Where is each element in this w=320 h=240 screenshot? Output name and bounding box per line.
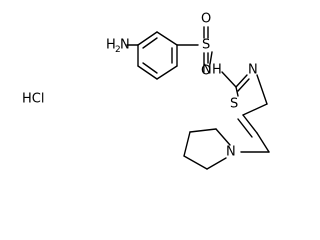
salt-label: HCl	[22, 92, 44, 107]
oxygen-bottom-label: O	[201, 64, 211, 79]
structure-canvas: HCl H 2 N S O O N H N S N	[22, 12, 270, 170]
amine-h-label: H	[106, 38, 116, 53]
amide-h-label: H	[212, 63, 222, 78]
bond-n-c2	[221, 71, 237, 88]
bond	[156, 65, 178, 80]
benzene-ring	[137, 31, 178, 80]
amide-n-label: N	[202, 63, 212, 78]
oxygen-top-label: O	[201, 12, 211, 27]
bond-exocyclic	[242, 114, 258, 134]
bond	[256, 74, 268, 105]
molecule-structure: HCl H 2 N S O O N H N S N	[22, 12, 270, 170]
amine-n-label: N	[120, 38, 130, 53]
ring-s-label: S	[230, 97, 238, 112]
bond	[137, 31, 158, 46]
bond	[156, 31, 178, 46]
pyrrolidine-ring	[183, 128, 231, 170]
bond-double-inner	[142, 62, 158, 74]
bond	[183, 155, 208, 170]
bond	[206, 157, 227, 170]
bond-exocyclic	[237, 118, 253, 138]
bond	[215, 128, 231, 146]
bond-chain	[256, 132, 270, 153]
bond	[183, 131, 191, 157]
bond	[189, 128, 217, 133]
bond	[242, 103, 268, 116]
bond	[137, 65, 158, 80]
thiazoline-ring	[235, 74, 268, 116]
bond-double-inner	[142, 37, 158, 49]
bond	[237, 78, 250, 92]
amine-h-subscript: 2	[115, 45, 121, 55]
sulfonyl-s-label: S	[202, 38, 210, 53]
ring-n-label: N	[248, 63, 258, 78]
bond	[235, 86, 239, 97]
pyrrolidine-n-label: N	[226, 145, 236, 160]
bond	[235, 74, 248, 88]
bond-s-n	[209, 51, 213, 65]
